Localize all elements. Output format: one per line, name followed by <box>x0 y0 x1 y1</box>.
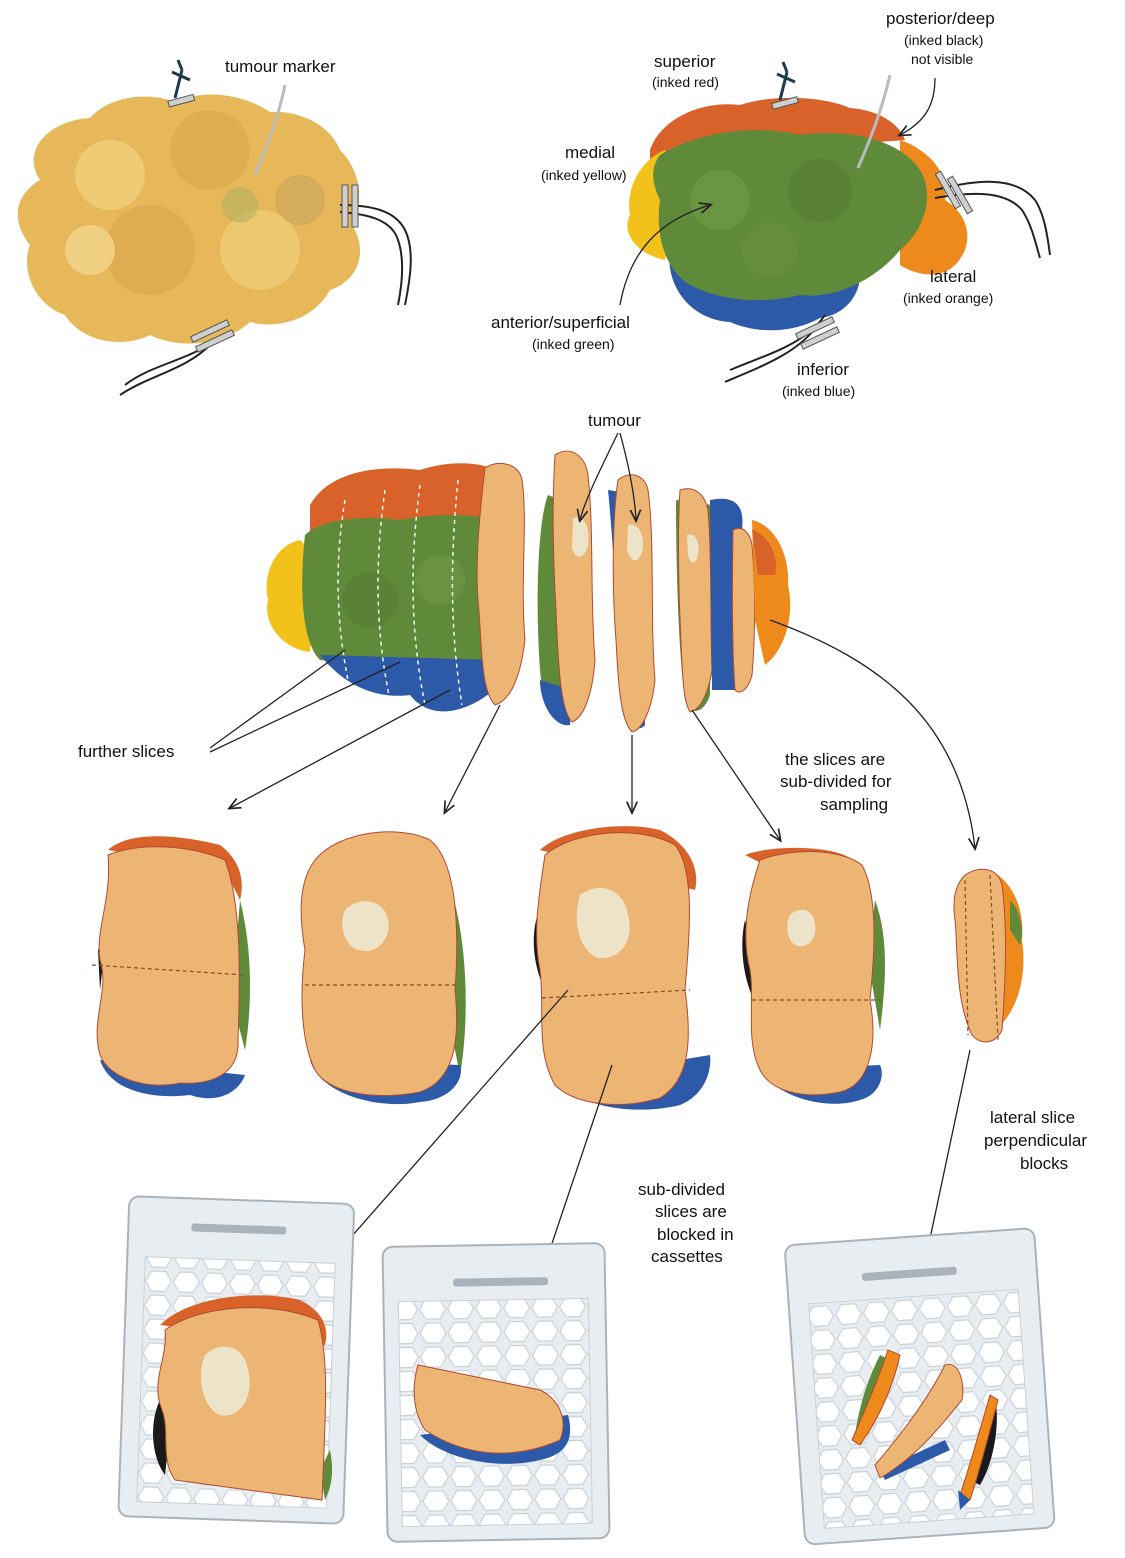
cut-slice-3 <box>534 826 711 1110</box>
label-lateral-ink: (inked orange) <box>903 290 993 306</box>
label-inferior: inferior <box>797 360 849 379</box>
cut-slice-5-lateral <box>954 869 1024 1042</box>
label-subdivided-3: sampling <box>820 795 888 814</box>
label-lateral-slice-3: blocks <box>1020 1154 1068 1173</box>
label-blocked-2: slices are <box>655 1202 727 1221</box>
label-superior: superior <box>654 52 716 71</box>
label-inferior-ink: (inked blue) <box>782 383 855 399</box>
label-lateral-slice-1: lateral slice <box>990 1108 1075 1127</box>
label-blocked-4: cassettes <box>651 1247 723 1266</box>
arrow-to-slice-4 <box>692 710 780 840</box>
cassette-slice-1 <box>153 1295 332 1500</box>
label-anterior-ink: (inked green) <box>532 336 615 352</box>
label-posterior-note: not visible <box>911 51 973 67</box>
specimen-uninked <box>18 60 411 395</box>
label-further-slices: further slices <box>78 742 174 761</box>
label-blocked-3: blocked in <box>657 1225 734 1244</box>
cut-slice-4 <box>742 848 885 1104</box>
arrow-to-cassette-3 <box>928 1050 970 1248</box>
arrow-posterior <box>900 78 935 135</box>
label-medial-ink: (inked yellow) <box>541 167 627 183</box>
label-posterior: posterior/deep <box>886 9 995 28</box>
arrow-further-2 <box>210 662 400 752</box>
cut-slice-1 <box>92 836 250 1098</box>
label-tumour: tumour <box>588 411 641 430</box>
cassette-icon <box>785 1228 1055 1545</box>
label-blocked-1: sub-divided <box>638 1180 725 1199</box>
clip-icon <box>772 62 799 109</box>
label-subdivided-1: the slices are <box>785 750 885 769</box>
label-tumour-marker: tumour marker <box>225 57 336 76</box>
arrow-further-1 <box>210 650 345 748</box>
arrow-to-slice-2 <box>445 705 500 812</box>
sliced-specimen <box>267 451 791 732</box>
label-subdivided-2: sub-divided for <box>780 772 892 791</box>
label-superior-ink: (inked red) <box>652 74 719 90</box>
arrow-to-slice-1 <box>230 690 450 808</box>
specimen-inked <box>627 62 1050 382</box>
clip-icon <box>168 60 195 107</box>
label-lateral: lateral <box>930 267 976 286</box>
label-lateral-slice-2: perpendicular <box>984 1131 1087 1150</box>
label-anterior: anterior/superficial <box>491 313 630 332</box>
label-medial: medial <box>565 143 615 162</box>
label-posterior-ink: (inked black) <box>904 32 983 48</box>
cut-slice-2 <box>301 832 466 1104</box>
